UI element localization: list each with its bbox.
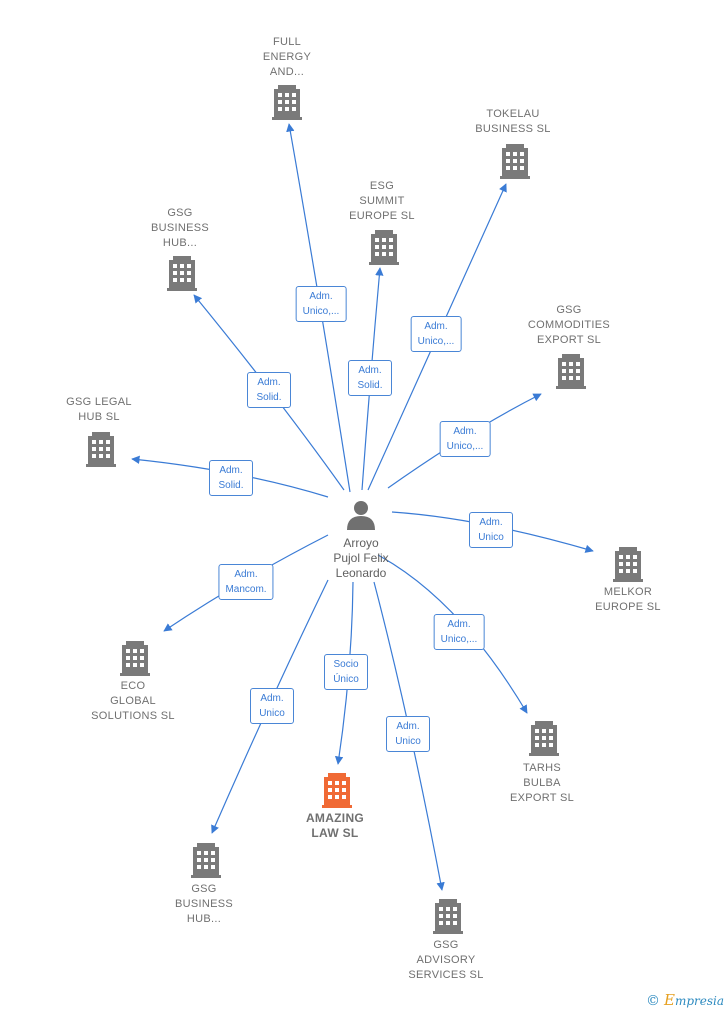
company-label-melkor[interactable]: MELKOR EUROPE SL (595, 586, 661, 613)
building-icon[interactable] (86, 432, 116, 467)
building-icon[interactable] (556, 354, 586, 389)
brand-initial: E (663, 991, 675, 1009)
edge-label-melkor[interactable]: Adm. Unico (469, 512, 513, 548)
company-label-eco-global[interactable]: ECO GLOBAL SOLUTIONS SL (91, 679, 175, 722)
building-icon[interactable] (500, 144, 530, 179)
company-label-gsg-advisory[interactable]: GSG ADVISORY SERVICES SL (408, 938, 484, 981)
brand-name: mpresia (674, 994, 724, 1008)
company-label-amazing-law[interactable]: AMAZING LAW SL (305, 811, 365, 840)
edge-label-gsg-advisory[interactable]: Adm. Unico (386, 716, 430, 752)
company-label-gsg-business-hub-top[interactable]: GSG BUSINESS HUB... (150, 206, 210, 249)
company-label-esg-summit[interactable]: ESG SUMMIT EUROPE SL (349, 179, 415, 222)
edge-label-gsg-commodities[interactable]: Adm. Unico,... (439, 421, 491, 457)
building-icon[interactable] (191, 843, 221, 878)
building-icon[interactable] (120, 641, 150, 676)
edge-label-tarhs-bulba[interactable]: Adm. Unico,... (433, 614, 485, 650)
company-label-gsg-legal-hub[interactable]: GSG LEGAL HUB SL (66, 396, 132, 423)
edge-label-amazing-law[interactable]: Socio Único (324, 654, 368, 690)
company-label-tokelau[interactable]: TOKELAU BUSINESS SL (475, 108, 551, 135)
edge-label-tokelau[interactable]: Adm. Unico,... (410, 316, 462, 352)
edge-label-esg-summit[interactable]: Adm. Solid. (348, 360, 392, 396)
company-label-full-energy[interactable]: FULL ENERGY AND... (262, 35, 312, 78)
building-icon[interactable] (322, 773, 352, 808)
edge-label-full-energy[interactable]: Adm. Unico,... (295, 286, 347, 322)
company-label-tarhs-bulba[interactable]: TARHS BULBA EXPORT SL (509, 761, 575, 804)
building-icon[interactable] (529, 721, 559, 756)
building-icon[interactable] (433, 899, 463, 934)
edge-label-gsg-business-hub-top[interactable]: Adm. Solid. (247, 372, 291, 408)
empresia-logo[interactable]: ©Empresia (646, 991, 724, 1009)
edge-label-gsg-business-hub-bottom[interactable]: Adm. Unico (250, 688, 294, 724)
person-icon[interactable] (347, 501, 375, 530)
building-icon[interactable] (369, 230, 399, 265)
building-icon[interactable] (167, 256, 197, 291)
building-icon[interactable] (272, 85, 302, 120)
person-label[interactable]: Arroyo Pujol Felix Leonardo (333, 536, 389, 580)
building-icon[interactable] (613, 547, 643, 582)
company-label-gsg-business-hub-bottom[interactable]: GSG BUSINESS HUB... (174, 882, 234, 925)
edge-label-eco-global[interactable]: Adm. Mancom. (218, 564, 274, 600)
company-label-gsg-commodities[interactable]: GSG COMMODITIES EXPORT SL (527, 303, 611, 346)
edge-label-gsg-legal-hub[interactable]: Adm. Solid. (209, 460, 253, 496)
copyright-symbol: © (645, 993, 660, 1009)
